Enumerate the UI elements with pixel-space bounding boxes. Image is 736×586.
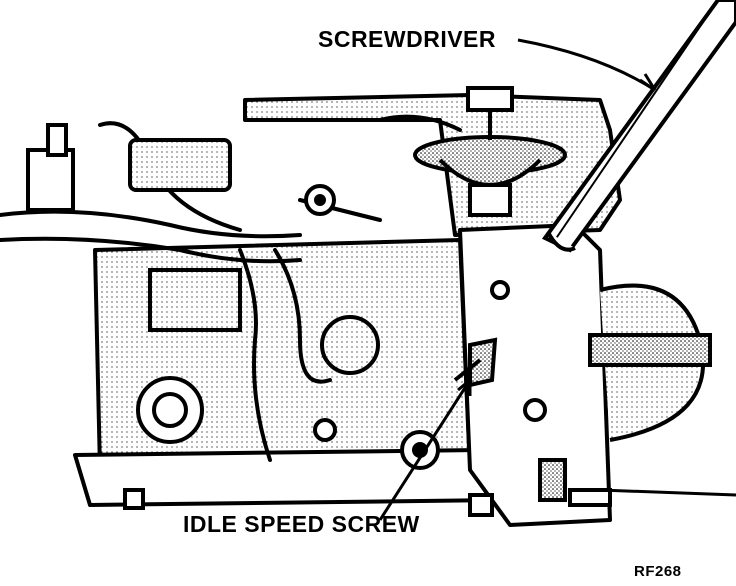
screwdriver-label: SCREWDRIVER bbox=[318, 26, 497, 52]
vacuum-diaphragm bbox=[413, 86, 567, 217]
choke-housing bbox=[128, 138, 336, 216]
base-studs bbox=[123, 458, 736, 517]
screwdriver-tool bbox=[541, 0, 736, 253]
leader-lines bbox=[378, 38, 657, 521]
throttle-linkage bbox=[136, 268, 547, 470]
idle-speed-screw-label: IDLE SPEED SCREW bbox=[183, 511, 420, 537]
figure-code: RF268 bbox=[634, 563, 682, 580]
fuel-inlet-fitting bbox=[26, 123, 75, 212]
right-side-tube bbox=[588, 283, 712, 442]
idle-speed-screw bbox=[453, 337, 498, 388]
